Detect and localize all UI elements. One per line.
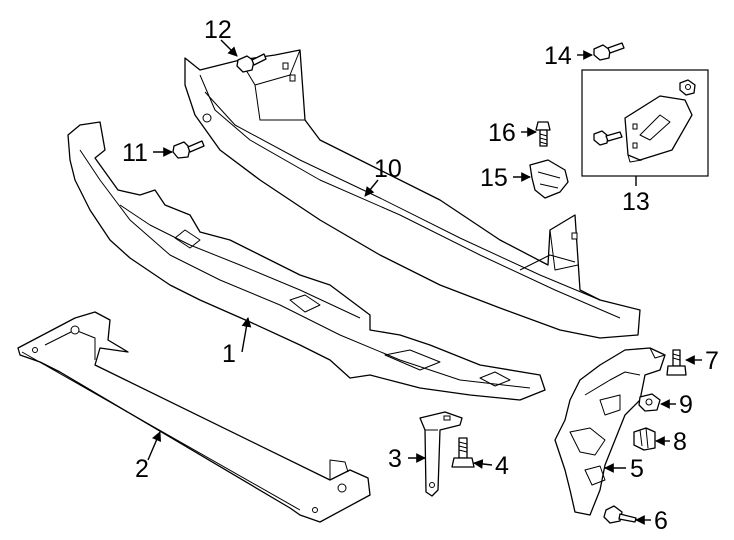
inset-box-13 — [581, 69, 709, 177]
screw-14 — [593, 42, 625, 61]
callout-11: 11 — [122, 139, 148, 167]
callout-2: 2 — [135, 455, 149, 483]
screw-6 — [603, 505, 637, 524]
callout-6: 6 — [654, 507, 668, 535]
clip-15 — [529, 159, 569, 199]
side-bracket — [554, 347, 666, 516]
leader-1 — [241, 317, 252, 353]
leader-2 — [147, 431, 162, 461]
bolt-12 — [236, 53, 267, 73]
callout-3: 3 — [388, 445, 402, 473]
callout-5: 5 — [630, 455, 644, 483]
callout-10: 10 — [374, 155, 402, 183]
callout-4: 4 — [495, 452, 509, 480]
leader-lines — [147, 39, 702, 525]
callout-labels: 1 2 3 4 5 6 7 8 9 10 11 12 13 14 15 16 — [122, 16, 719, 535]
nut-9 — [638, 393, 661, 412]
bumper-reinforcement-beam — [184, 49, 641, 339]
callout-8: 8 — [673, 428, 687, 456]
support-bracket — [419, 411, 463, 497]
callout-12: 12 — [204, 16, 232, 44]
leader-12 — [220, 39, 238, 57]
callout-15: 15 — [480, 164, 508, 192]
callout-1: 1 — [222, 340, 236, 368]
callout-7: 7 — [705, 347, 719, 375]
callout-9: 9 — [679, 391, 693, 419]
bolt-4 — [451, 437, 475, 468]
leader-4 — [473, 459, 493, 469]
callout-13: 13 — [622, 188, 650, 216]
leader-10 — [364, 179, 379, 197]
bolt-16 — [535, 121, 551, 147]
callout-16: 16 — [488, 119, 516, 147]
bolt-7 — [666, 349, 687, 376]
bolt-11 — [172, 140, 205, 159]
clip-8 — [633, 427, 656, 451]
energy-absorber — [67, 121, 546, 401]
callout-14: 14 — [544, 42, 572, 70]
lower-stiffener-bar — [17, 311, 371, 523]
